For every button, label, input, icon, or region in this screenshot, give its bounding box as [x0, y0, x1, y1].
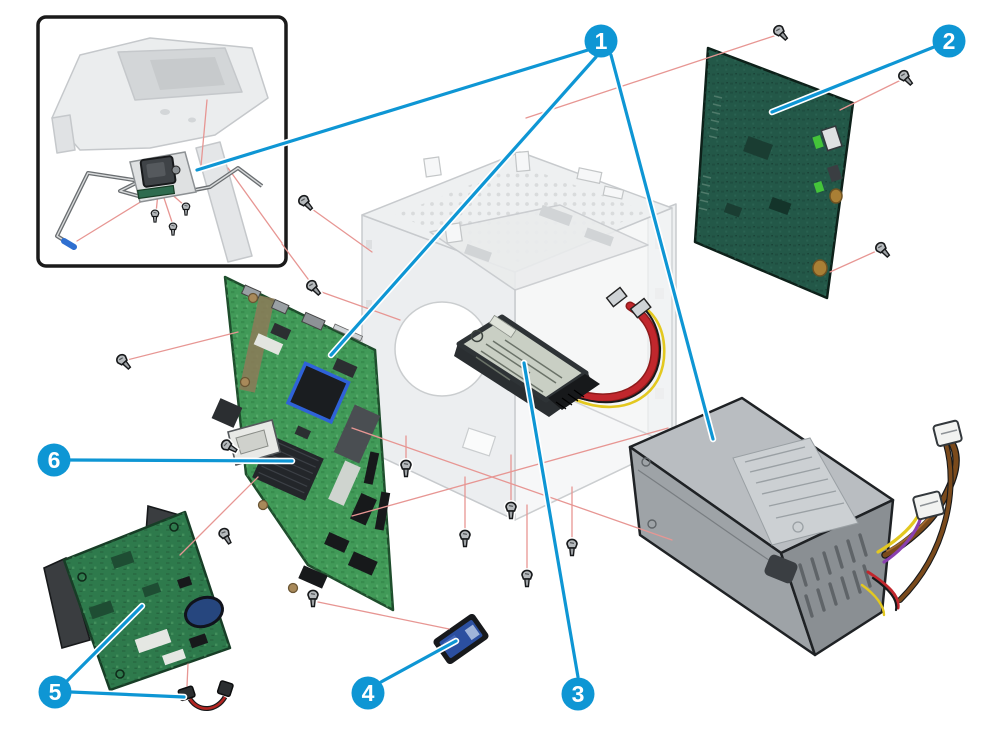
- screw: [308, 590, 318, 606]
- callout-1: 1: [584, 24, 618, 58]
- leader-5-to-cable: [69, 690, 186, 699]
- alignment-guide-lines: [122, 33, 904, 687]
- leader-3-to-hdd: [522, 361, 580, 679]
- leader-5-to-card: [65, 604, 144, 683]
- sensor-wire-rod: [55, 166, 264, 250]
- callout-4-number: 4: [362, 680, 375, 706]
- psu-label: [732, 437, 859, 546]
- hp-logo: [470, 329, 484, 343]
- leader-1-to-psu: [609, 53, 715, 441]
- asic-heatsink: [285, 361, 351, 425]
- psu-latch: [764, 554, 798, 584]
- callout-6: 6: [37, 443, 71, 477]
- card-bracket: [43, 556, 91, 650]
- formatter-usb-port: [820, 125, 843, 152]
- callout-leader-lines: [63, 43, 938, 701]
- leader-1-to-sensor: [195, 48, 590, 172]
- callout-3: 3: [561, 677, 595, 711]
- hdd-connector: [548, 374, 600, 410]
- power-wire-yellow: [575, 304, 666, 409]
- screw: [874, 241, 892, 260]
- card-cable: [177, 680, 234, 711]
- screw: [522, 570, 532, 586]
- callout-badges: 1 2 3 4 5 6: [37, 24, 966, 711]
- callout-2-number: 2: [943, 28, 956, 54]
- memory-card: [433, 613, 489, 665]
- callout-1-number: 1: [595, 28, 608, 54]
- psu-connector-4pin: [932, 419, 963, 447]
- screw: [217, 527, 234, 546]
- callout-5: 5: [38, 675, 72, 709]
- leader-6-to-mainboard: [68, 458, 294, 463]
- power-supply: [628, 396, 963, 657]
- hdd-label: [456, 314, 589, 403]
- screw: [506, 502, 516, 518]
- screw: [305, 279, 323, 298]
- leader-2-to-formatter: [770, 45, 936, 114]
- sata-connector: [605, 286, 628, 308]
- rod-blue-tip: [61, 238, 77, 250]
- screw: [897, 69, 915, 88]
- main-board: [211, 275, 395, 612]
- hard-drive: [454, 286, 666, 417]
- callout-5-number: 5: [49, 679, 62, 705]
- psu-connector-main: [912, 490, 945, 521]
- chassis-ghost: [361, 150, 677, 521]
- sensor-module: [129, 151, 197, 203]
- printer-assembly-ghost: [51, 37, 269, 263]
- callout-2: 2: [932, 24, 966, 58]
- screw: [772, 24, 790, 43]
- screw: [460, 530, 470, 546]
- callout-6-number: 6: [48, 447, 61, 473]
- screw: [115, 353, 133, 372]
- formatter-board: [693, 46, 855, 300]
- screw: [567, 539, 577, 555]
- leader-1-to-mainboard: [329, 55, 598, 357]
- psu-vents: [798, 533, 872, 618]
- callout-3-number: 3: [572, 681, 585, 707]
- screw: [401, 460, 411, 476]
- screw: [297, 194, 315, 213]
- coin-battery: [184, 595, 224, 629]
- callout-4: 4: [351, 676, 385, 710]
- inset-detail-box: [36, 15, 288, 268]
- power-connector: [629, 297, 652, 319]
- leader-4-to-memory-card: [379, 639, 458, 684]
